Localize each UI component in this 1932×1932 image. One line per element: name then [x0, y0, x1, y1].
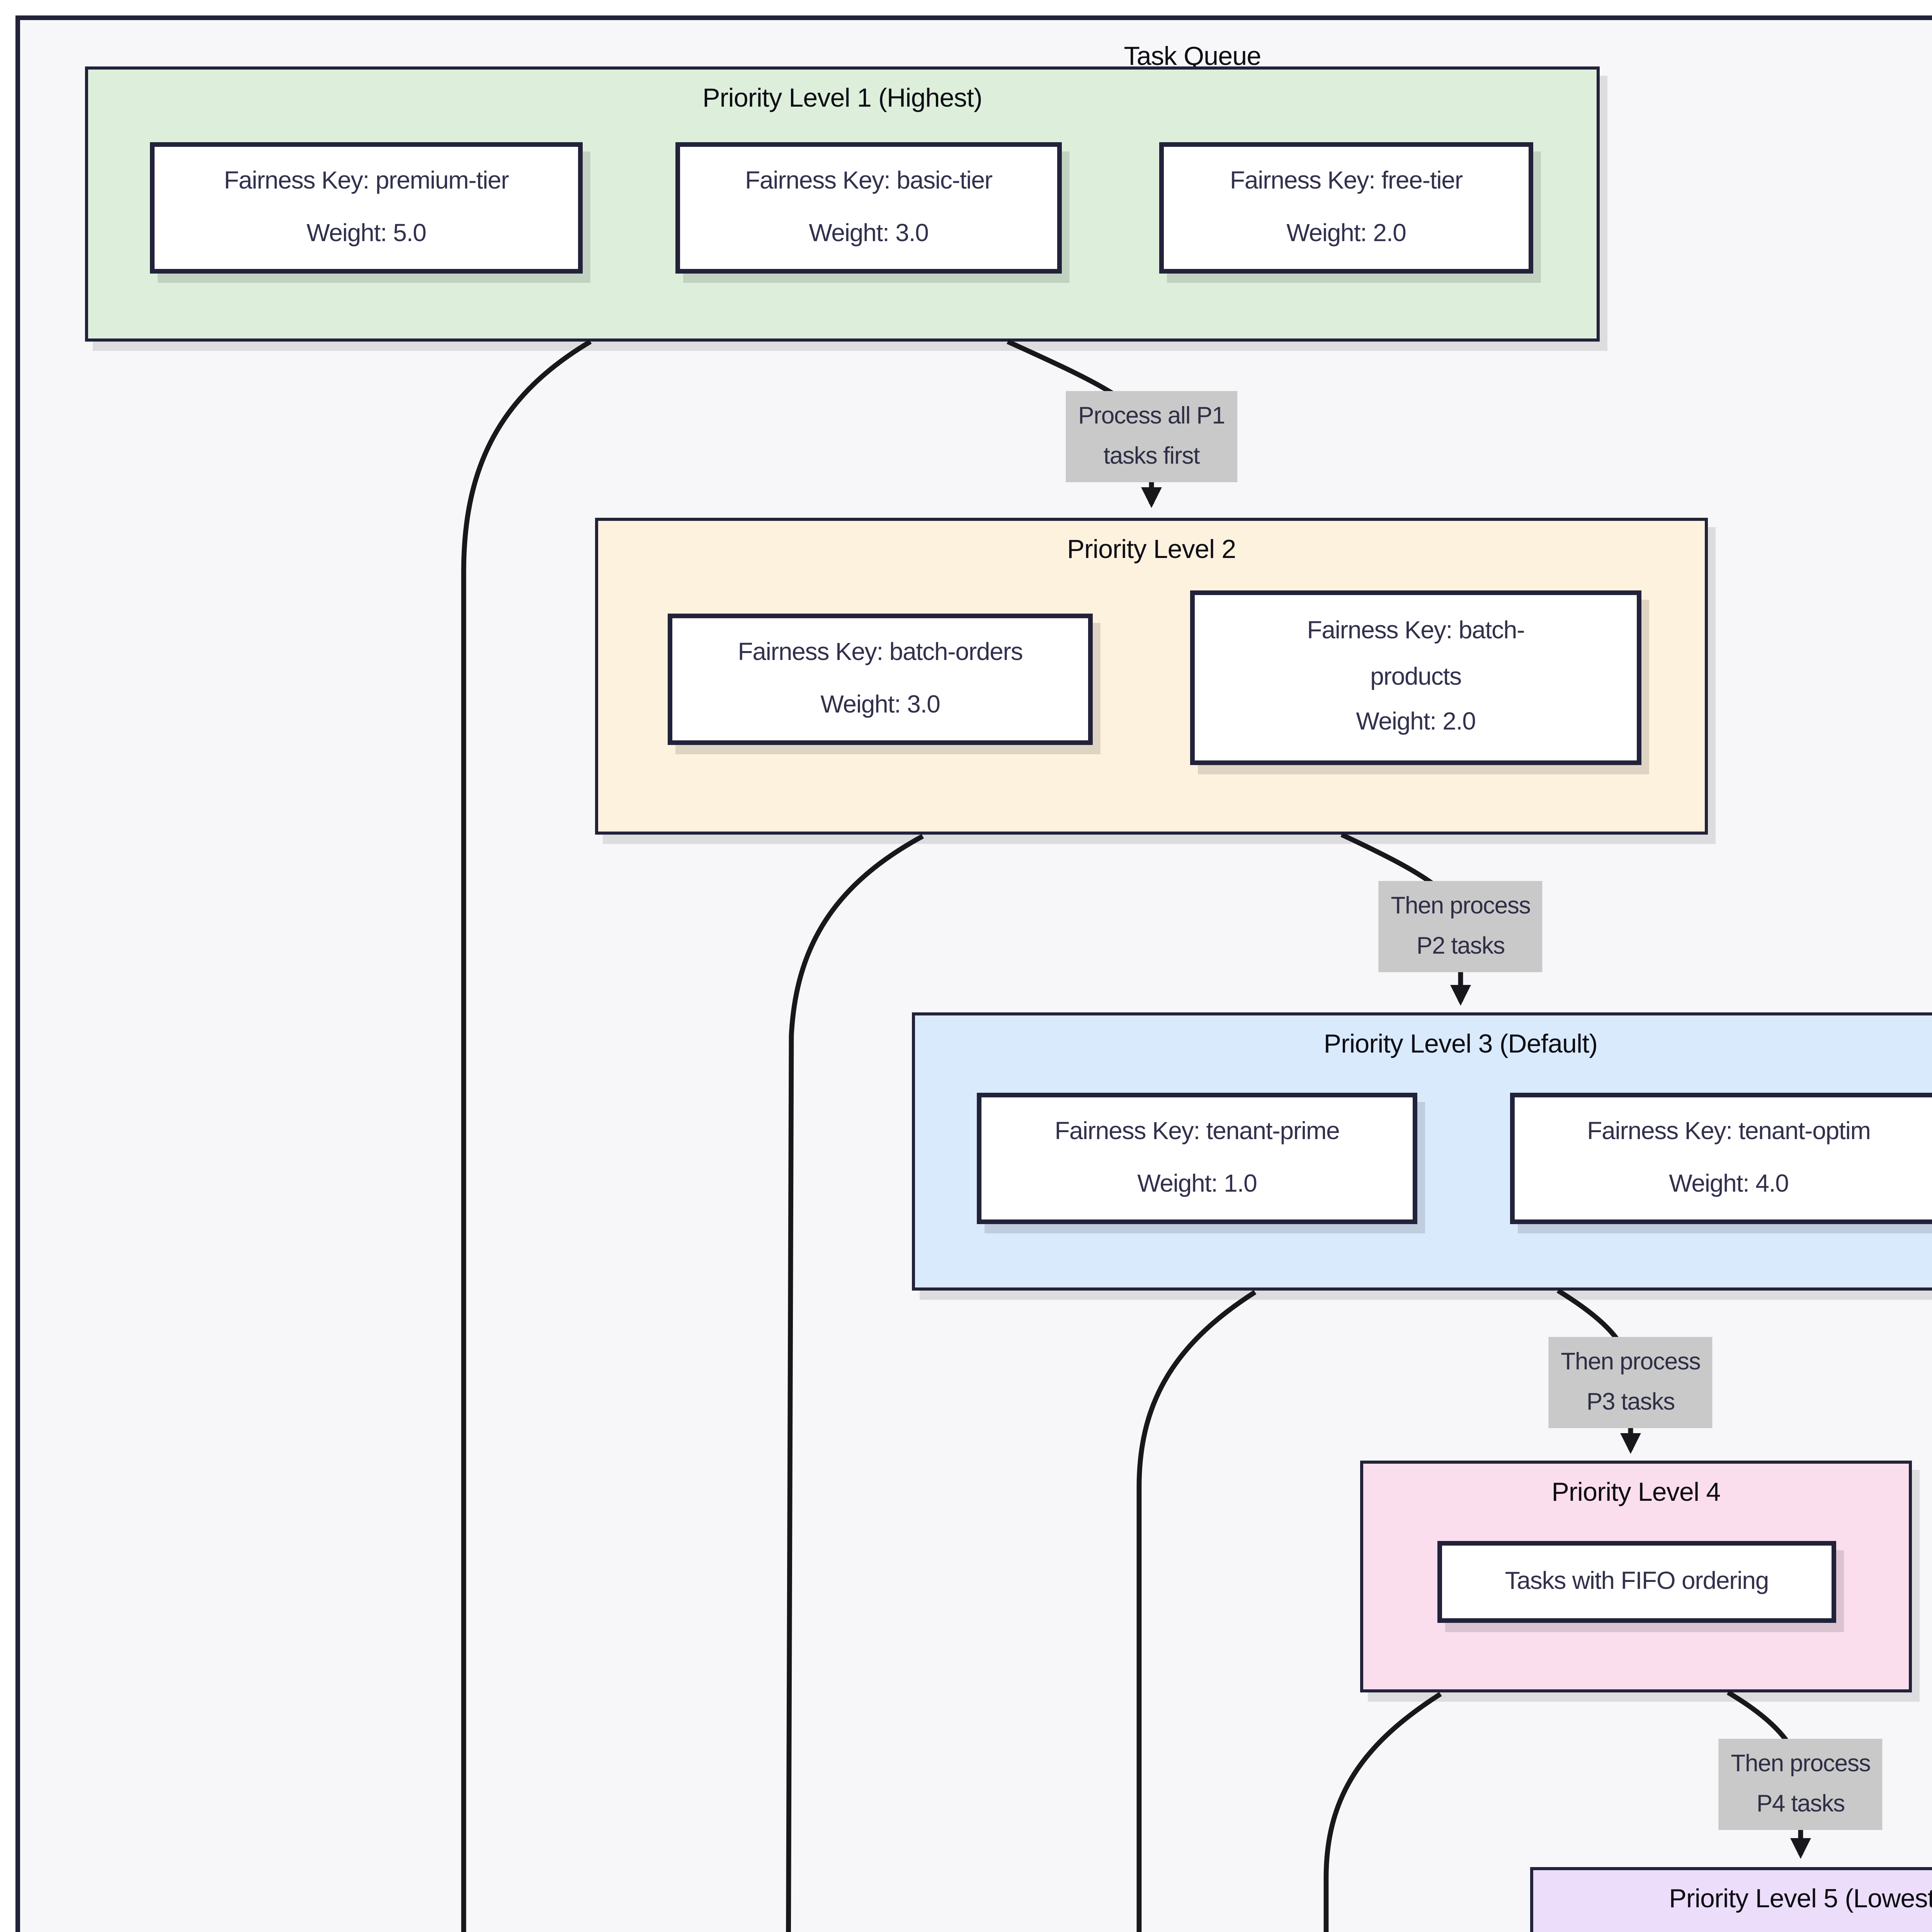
- group-priority-5: Priority Level 5 (Lowest) Tasks with FIF…: [1530, 1867, 1932, 1932]
- node-premium-tier: Fairness Key: premium-tier Weight: 5.0: [150, 142, 583, 274]
- node-batch-products: Fairness Key: batch- products Weight: 2.…: [1190, 590, 1641, 765]
- node-line: Weight: 3.0: [820, 692, 940, 718]
- edge-label-line: Then process: [1391, 893, 1531, 920]
- node-free-tier: Fairness Key: free-tier Weight: 2.0: [1159, 142, 1533, 274]
- node-tenant-prime: Fairness Key: tenant-prime Weight: 1.0: [977, 1093, 1417, 1224]
- edge-label-line: Process all P1: [1078, 403, 1225, 430]
- edge-label-line: P2 tasks: [1416, 933, 1505, 959]
- edge-label-p2: Then process P2 tasks: [1378, 881, 1543, 973]
- node-p4-fifo: Tasks with FIFO ordering: [1437, 1541, 1836, 1623]
- group-priority-1-title: Priority Level 1 (Highest): [702, 83, 982, 113]
- node-line: Fairness Key: tenant-optim: [1587, 1119, 1871, 1145]
- node-tenant-optim: Fairness Key: tenant-optim Weight: 4.0: [1510, 1093, 1932, 1224]
- group-priority-5-title: Priority Level 5 (Lowest): [1669, 1884, 1932, 1913]
- edge-p4-workers: [1323, 1692, 1442, 1932]
- edge-p3-workers: [1136, 1290, 1257, 1932]
- node-line: Weight: 2.0: [1286, 220, 1406, 247]
- group-priority-1: Priority Level 1 (Highest) Fairness Key:…: [85, 66, 1600, 342]
- edge-p2-workers: [786, 834, 924, 1932]
- edge-label-p3: Then process P3 tasks: [1548, 1337, 1713, 1429]
- edge-label-p4: Then process P4 tasks: [1718, 1739, 1883, 1830]
- node-line: Fairness Key: premium-tier: [224, 168, 509, 195]
- edge-label-line: P4 tasks: [1756, 1791, 1845, 1817]
- edge-label-line: tasks first: [1103, 443, 1200, 469]
- node-line: Weight: 4.0: [1669, 1171, 1789, 1197]
- node-line: Weight: 2.0: [1356, 710, 1476, 736]
- edge-label-p1: Process all P1 tasks first: [1066, 391, 1237, 483]
- group-priority-3-title: Priority Level 3 (Default): [1323, 1029, 1598, 1059]
- node-line: Fairness Key: basic-tier: [745, 168, 993, 195]
- edge-label-line: Then process: [1731, 1751, 1871, 1777]
- edge-label-line: P3 tasks: [1586, 1389, 1675, 1415]
- node-basic-tier: Fairness Key: basic-tier Weight: 3.0: [675, 142, 1062, 274]
- node-line: Fairness Key: batch-orders: [738, 639, 1023, 666]
- node-line: Fairness Key: batch-: [1307, 618, 1525, 645]
- node-line: Tasks with FIFO ordering: [1505, 1568, 1769, 1595]
- node-line: Weight: 5.0: [306, 220, 427, 247]
- node-line: products: [1370, 664, 1462, 690]
- node-line: Weight: 3.0: [809, 220, 929, 247]
- task-queue-title: Task Queue: [1124, 42, 1262, 71]
- node-line: Weight: 1.0: [1137, 1171, 1257, 1197]
- node-batch-orders: Fairness Key: batch-orders Weight: 3.0: [668, 614, 1093, 745]
- group-priority-3: Priority Level 3 (Default) Fairness Key:…: [912, 1012, 1932, 1291]
- node-line: Fairness Key: tenant-prime: [1054, 1119, 1340, 1145]
- group-priority-2-title: Priority Level 2: [1067, 535, 1236, 564]
- node-line: Fairness Key: free-tier: [1230, 168, 1463, 195]
- group-priority-2: Priority Level 2 Fairness Key: batch-ord…: [595, 518, 1708, 835]
- edge-label-line: Then process: [1561, 1349, 1701, 1376]
- edge-p1-workers: [461, 339, 592, 1932]
- group-priority-4: Priority Level 4 Tasks with FIFO orderin…: [1360, 1461, 1912, 1692]
- group-priority-4-title: Priority Level 4: [1551, 1478, 1721, 1507]
